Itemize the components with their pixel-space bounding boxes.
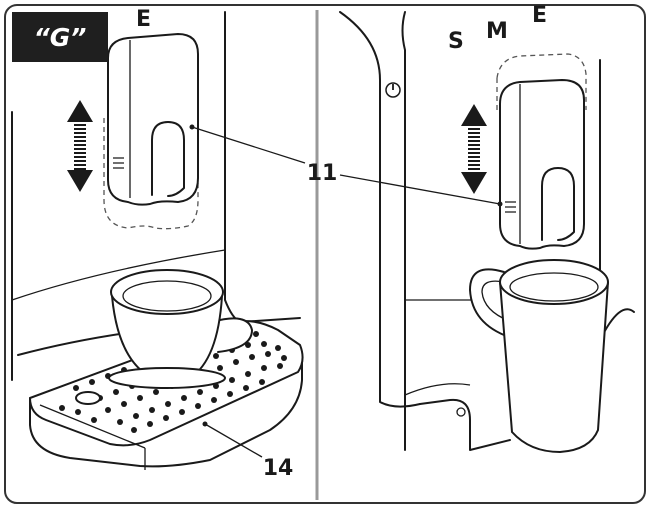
right-machine-foot xyxy=(419,398,511,451)
leader-11-right xyxy=(339,174,501,205)
drip-tray-holes xyxy=(59,330,287,433)
right-machine-screw xyxy=(456,407,466,417)
callout-label-14: 14 xyxy=(263,456,294,481)
leader-14 xyxy=(204,423,263,458)
view-badge: “G” xyxy=(12,12,108,62)
badge-label: “G” xyxy=(34,23,87,52)
left-brand-letter: E xyxy=(136,7,151,32)
callout-11: 11 xyxy=(189,124,503,207)
drip-tray-rim xyxy=(39,404,146,470)
left-machine-trim xyxy=(11,249,226,301)
dispenser-ghost-lower xyxy=(103,118,199,230)
leader-11-right-dot xyxy=(497,201,503,207)
right-dispenser-vent xyxy=(505,201,516,213)
espresso-cup xyxy=(108,269,253,389)
brand-letter-e: E xyxy=(532,3,547,28)
drip-tray-float xyxy=(75,391,101,405)
callout-label-11: 11 xyxy=(307,161,338,186)
right-panel: S M E xyxy=(339,3,635,453)
left-panel: E “G” xyxy=(11,7,304,470)
mug xyxy=(469,259,609,453)
dispenser-ghost-upper xyxy=(496,53,587,110)
up-down-arrow-icon xyxy=(461,104,487,194)
leader-14-dot xyxy=(202,421,208,427)
left-dispenser-spout xyxy=(151,121,185,197)
power-icon xyxy=(385,82,401,98)
up-down-arrow-icon xyxy=(67,100,93,192)
brand-letter-m: M xyxy=(486,19,508,44)
left-dispenser-vent xyxy=(113,157,124,169)
badge-background xyxy=(12,12,108,62)
brand-letter-s: S xyxy=(448,29,464,54)
callout-14: 14 xyxy=(202,421,294,481)
right-machine-side xyxy=(339,11,421,408)
leader-11-left xyxy=(191,126,306,164)
right-machine-front xyxy=(401,11,406,451)
right-dispenser-spout xyxy=(541,167,575,241)
leader-11-left-dot xyxy=(189,124,195,130)
